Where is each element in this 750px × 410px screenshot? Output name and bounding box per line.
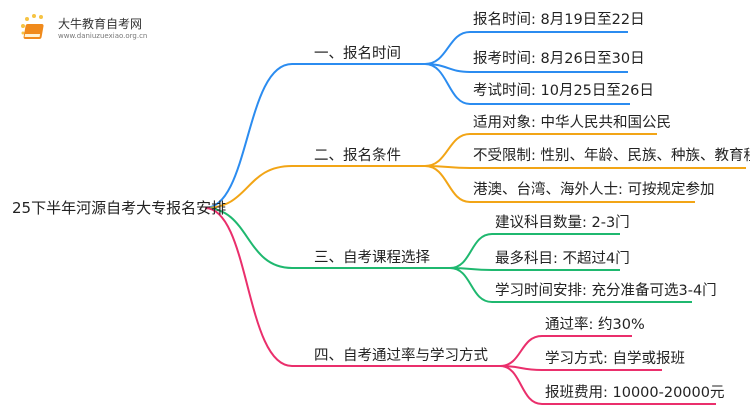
- leaf: 通过率: 约30%: [545, 317, 645, 333]
- leaf: 报考时间: 8月26日至30日: [473, 51, 645, 67]
- leaf: 不受限制: 性别、年龄、民族、种族、教育程度: [473, 148, 750, 164]
- leaf: 港澳、台湾、海外人士: 可按规定参加: [473, 182, 715, 198]
- logo-url: www.daniuzuexiao.org.cn: [58, 31, 148, 40]
- branch-registration-conditions: 二、报名条件: [314, 148, 401, 164]
- branch-course-selection: 三、自考课程选择: [314, 250, 430, 266]
- branch-pass-rate-study: 四、自考通过率与学习方式: [314, 348, 488, 364]
- leaf: 报班费用: 10000-20000元: [545, 385, 725, 401]
- logo-name: 大牛教育自考网: [58, 16, 143, 31]
- leaf: 建议科目数量: 2-3门: [495, 215, 630, 231]
- leaf: 适用对象: 中华人民共和国公民: [473, 115, 671, 131]
- leaf: 学习方式: 自学或报班: [545, 351, 685, 367]
- leaf: 最多科目: 不超过4门: [495, 251, 630, 267]
- leaf: 学习时间安排: 充分准备可选3-4门: [495, 283, 717, 299]
- branch-registration-time: 一、报名时间: [314, 46, 401, 62]
- leaf: 考试时间: 10月25日至26日: [473, 83, 654, 99]
- root-topic: 25下半年河源自考大专报名安排: [12, 199, 227, 217]
- logo: 大牛教育自考网 www.daniuzuexiao.org.cn: [18, 12, 147, 42]
- leaf: 报名时间: 8月19日至22日: [473, 12, 645, 28]
- book-logo-icon: [21, 14, 44, 39]
